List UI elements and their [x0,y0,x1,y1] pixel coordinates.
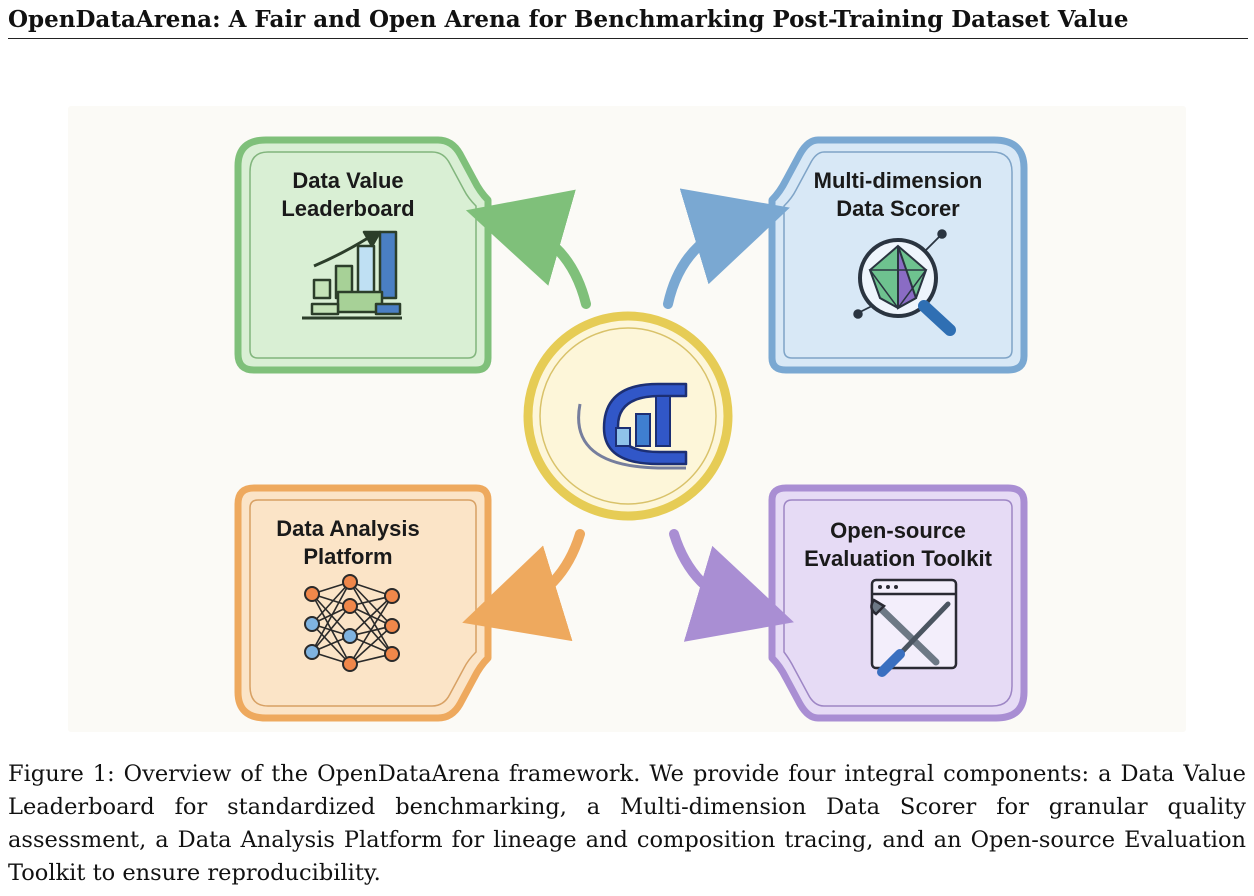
flow-arrows [462,188,794,642]
card-title-line1: Multi-dimension [814,168,983,193]
card-title-line1: Open-source [830,518,966,543]
network-edge [349,595,393,665]
neural-network-icon [304,574,400,672]
network-node [342,598,358,614]
card-title-line2: Platform [303,544,392,569]
card-title-line2: Leaderboard [281,196,414,221]
card-title-line2: Evaluation Toolkit [804,546,993,571]
network-edge [311,581,351,625]
card-title-line1: Data Analysis [276,516,419,541]
network-node [342,656,358,672]
network-node [342,628,358,644]
network-node [304,586,320,602]
network-edge [349,595,393,637]
network-edge [349,581,393,655]
card-title-line1: Data Value [292,168,403,193]
network-edge [349,581,393,627]
wrench-screwdriver-icon [870,578,958,677]
framework-figure: Data Value Leaderboard Multi-dimension D… [68,106,1186,732]
network-node [384,588,400,604]
network-node [384,618,400,634]
network-node [384,646,400,662]
card-multi-dimension-data-scorer: Multi-dimension Data Scorer [768,136,1028,374]
bar-chart-growth-icon [302,230,402,320]
page-header-title: OpenDataArena: A Fair and Open Arena for… [8,4,1248,39]
card-title-line2: Data Scorer [836,196,960,221]
network-edge [311,605,351,653]
card-data-analysis-platform: Data Analysis Platform [234,484,492,722]
network-edge [349,625,393,665]
network-node [304,616,320,632]
magnifier-gem-icon [853,229,956,336]
card-open-source-evaluation-toolkit: Open-source Evaluation Toolkit [768,484,1028,722]
card-data-value-leaderboard: Data Value Leaderboard [234,136,492,374]
figure-caption: Figure 1: Overview of the OpenDataArena … [8,761,1246,886]
network-node [342,574,358,590]
opendataarena-logo-icon [523,311,733,521]
network-node [304,644,320,660]
network-edge [311,581,351,653]
